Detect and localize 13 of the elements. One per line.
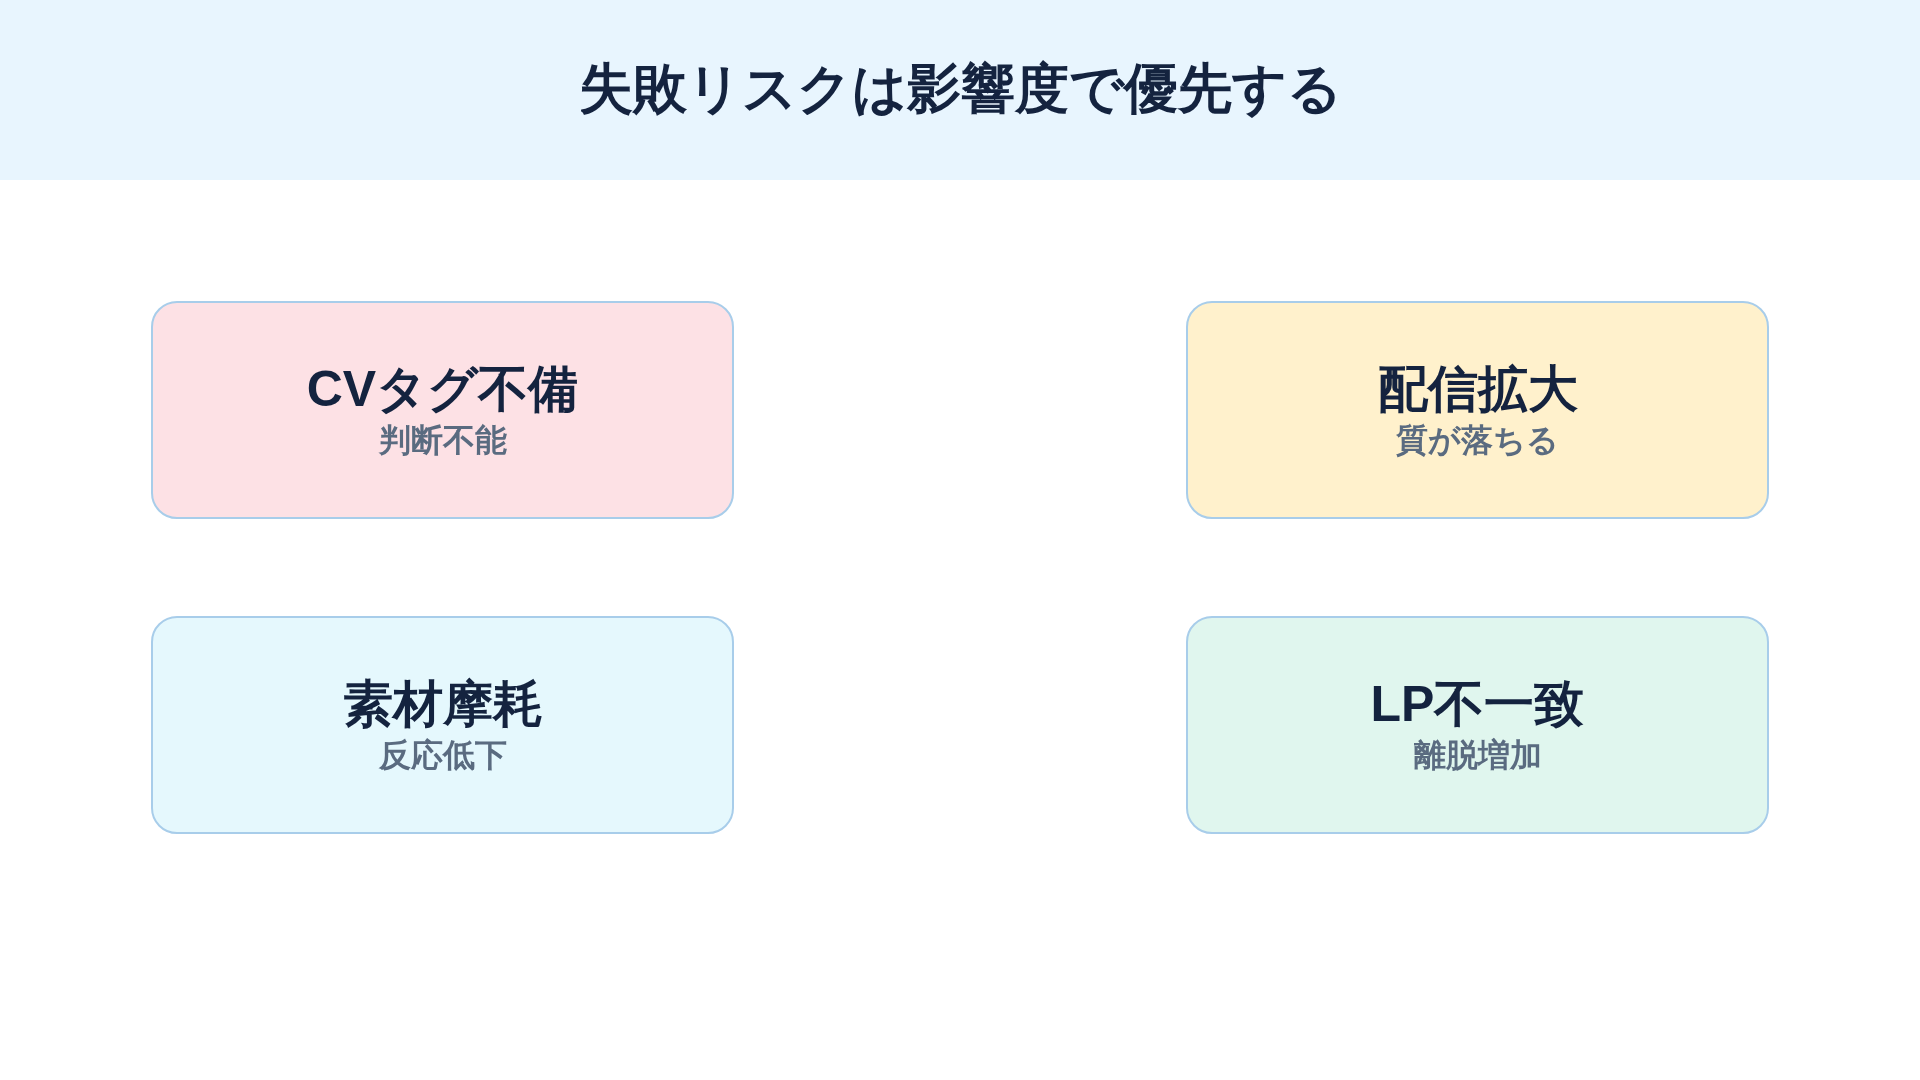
card-heading: CVタグ不備 [306,360,579,418]
risk-card [151,616,734,834]
risk-card [1186,301,1769,519]
risk-card [1186,616,1769,834]
card-heading: 素材摩耗 [342,675,543,733]
card-heading: LP不一致 [1370,675,1585,733]
risk-card [151,301,734,519]
card-subtitle: 反応低下 [378,736,507,775]
page-title: 失敗リスクは影響度で優先する [578,57,1342,120]
card-subtitle: 質が落ちる [1396,421,1559,460]
card-heading: 配信拡大 [1377,360,1578,418]
card-subtitle: 判断不能 [378,421,507,460]
card-subtitle: 離脱増加 [1413,736,1542,775]
